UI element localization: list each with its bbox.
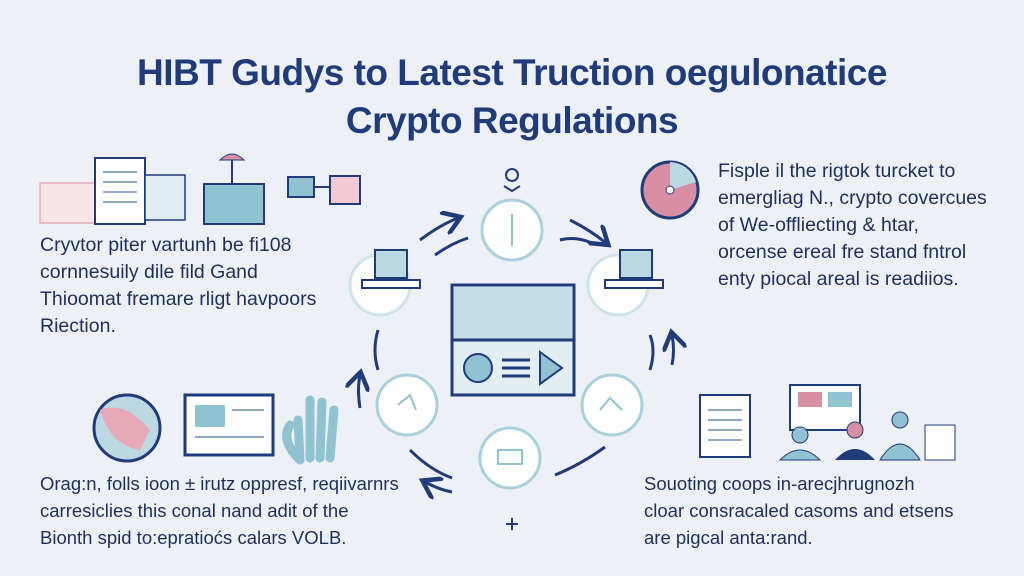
person-pin-icon	[503, 168, 521, 193]
laptop-icon	[361, 249, 421, 289]
panel-bottom-left-text: Orag:n, folls ioon ± irutz oppresf, reqi…	[40, 470, 399, 551]
text-line: enty piocal areal is readiios.	[718, 268, 959, 290]
document-screen-icon	[183, 393, 275, 457]
panel-top-right-text: Fisple il the rigtok turcket to emerglia…	[718, 158, 987, 293]
video-player-icon	[450, 283, 576, 397]
cycle-node-right	[586, 249, 664, 317]
panel-bottom-right-text: Souoting coops in-arecjhrugnozh cloar co…	[644, 470, 954, 551]
people-icon	[778, 411, 956, 461]
text-line: are pigcal anta:rand.	[644, 527, 813, 548]
text-line: Bionth spid to:epratioćs calars VOLB.	[40, 527, 347, 548]
cycle-node-top	[480, 198, 544, 262]
text-line: cloar consracaled casoms and etsens	[644, 500, 954, 521]
text-line: Fisple il the rigtok turcket to	[718, 160, 956, 182]
text-line: Cryvtor piter vartunh be fi108	[40, 234, 292, 256]
camera-icon	[287, 175, 361, 205]
text-line: cornnesuily dile fild Gand	[40, 261, 258, 283]
pie-chart-icon	[640, 160, 700, 220]
laptop-icon	[604, 249, 664, 289]
text-line: carresiclies this conal nand adit of the	[40, 500, 349, 521]
hand-icon	[282, 395, 339, 465]
title-line-2: Crypto Regulations	[345, 100, 679, 141]
text-line: orcense ereal fre stand fntrol	[718, 241, 967, 263]
text-line: Thioomat fremare rligt havpoors	[40, 288, 317, 310]
badge-icon	[92, 393, 162, 463]
text-line: emergliag N., crypto covercues	[718, 187, 987, 209]
clipboard-icon	[699, 394, 751, 458]
panel-top-left-text: Cryvtor piter vartunh be fi108 cornnesui…	[40, 232, 316, 340]
title-line-1: HIBT Gudys to Latest Truction oegulonati…	[137, 52, 887, 93]
cycle-node-lower-left	[375, 373, 439, 437]
text-line: Souoting coops in-arecjhrugnozh	[644, 473, 915, 494]
documents-icon	[39, 157, 186, 225]
text-line: Riection.	[40, 315, 116, 337]
text-line: of We-offliecting & htar,	[718, 214, 919, 236]
cycle-node-bottom	[478, 426, 542, 490]
cycle-arrows	[359, 218, 674, 530]
text-line: Orag:n, folls ioon ± irutz oppresf, reqi…	[40, 473, 399, 494]
sign-board-icon	[203, 153, 265, 225]
cycle-node-left	[348, 249, 421, 317]
dashboard-icon	[789, 384, 861, 431]
cycle-node-lower-right	[580, 373, 644, 437]
